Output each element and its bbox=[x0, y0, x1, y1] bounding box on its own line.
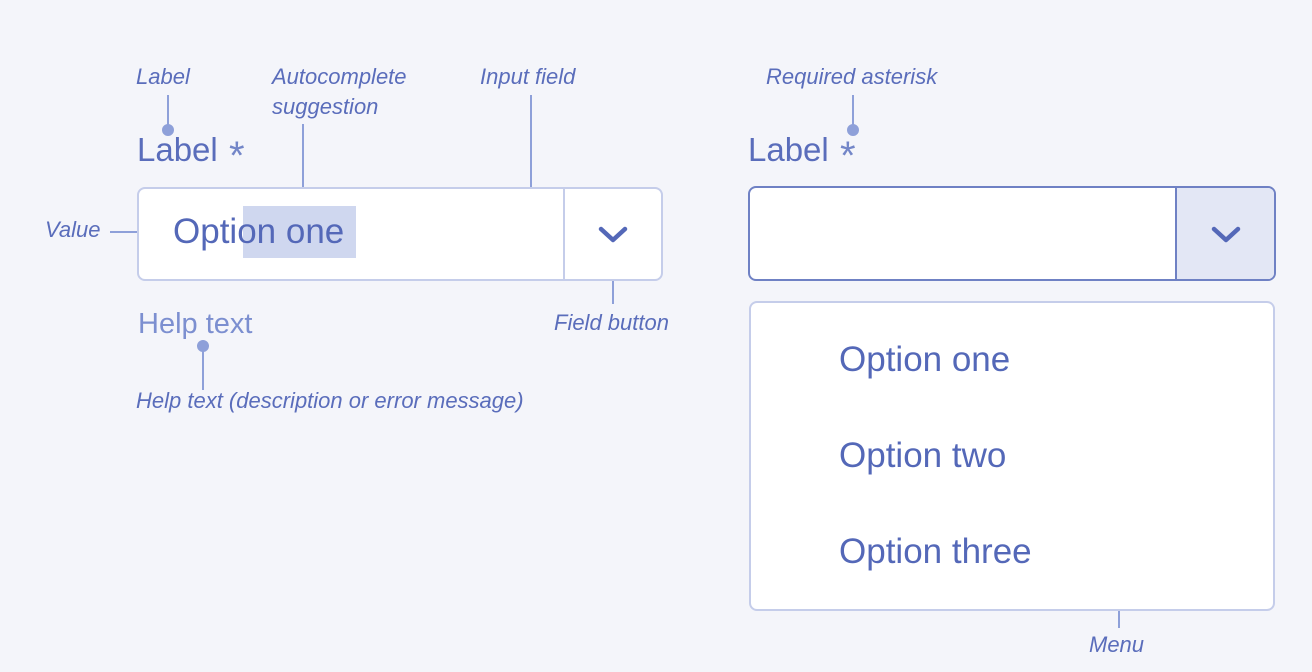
value-autocomplete-suggestion: on one bbox=[237, 212, 345, 251]
chevron-down-icon bbox=[1211, 226, 1240, 242]
autocomplete-highlight bbox=[243, 206, 356, 258]
left-combobox-value: Option one bbox=[173, 207, 344, 257]
annotation-required-asterisk: Required asterisk bbox=[766, 64, 938, 89]
annotation-input-field: Input field bbox=[480, 64, 576, 89]
left-combobox-input[interactable]: Option one bbox=[137, 187, 663, 281]
chevron-down-icon bbox=[598, 226, 628, 243]
menu-item-option-two[interactable]: Option two bbox=[839, 436, 1007, 475]
right-required-asterisk: * bbox=[840, 134, 856, 178]
help-text-callout-dot bbox=[197, 340, 209, 352]
right-field-label: Label bbox=[748, 131, 829, 168]
right-combobox-input[interactable] bbox=[748, 186, 1276, 281]
menu-item-option-three[interactable]: Option three bbox=[839, 532, 1032, 571]
menu-item-option-one[interactable]: Option one bbox=[839, 340, 1011, 379]
annotation-autocomplete-line1: Autocomplete bbox=[272, 64, 407, 89]
value-typed: Opti bbox=[173, 212, 238, 251]
required-asterisk-callout-dot bbox=[847, 124, 859, 136]
annotation-menu: Menu bbox=[1089, 632, 1145, 657]
annotation-value: Value bbox=[45, 217, 101, 242]
annotation-help-text: Help text (description or error message) bbox=[136, 388, 524, 413]
annotation-field-button: Field button bbox=[554, 310, 669, 335]
annotation-autocomplete-line2: suggestion bbox=[272, 94, 379, 119]
left-field-label: Label bbox=[137, 131, 218, 168]
label-callout-dot bbox=[162, 124, 174, 136]
left-help-text: Help text bbox=[138, 308, 253, 340]
right-field-button[interactable] bbox=[1175, 188, 1274, 279]
left-required-asterisk: * bbox=[229, 134, 245, 178]
annotation-label: Label bbox=[136, 64, 190, 89]
left-field-button[interactable] bbox=[563, 189, 661, 279]
combobox-menu: Option one Option two Option three bbox=[749, 301, 1275, 611]
